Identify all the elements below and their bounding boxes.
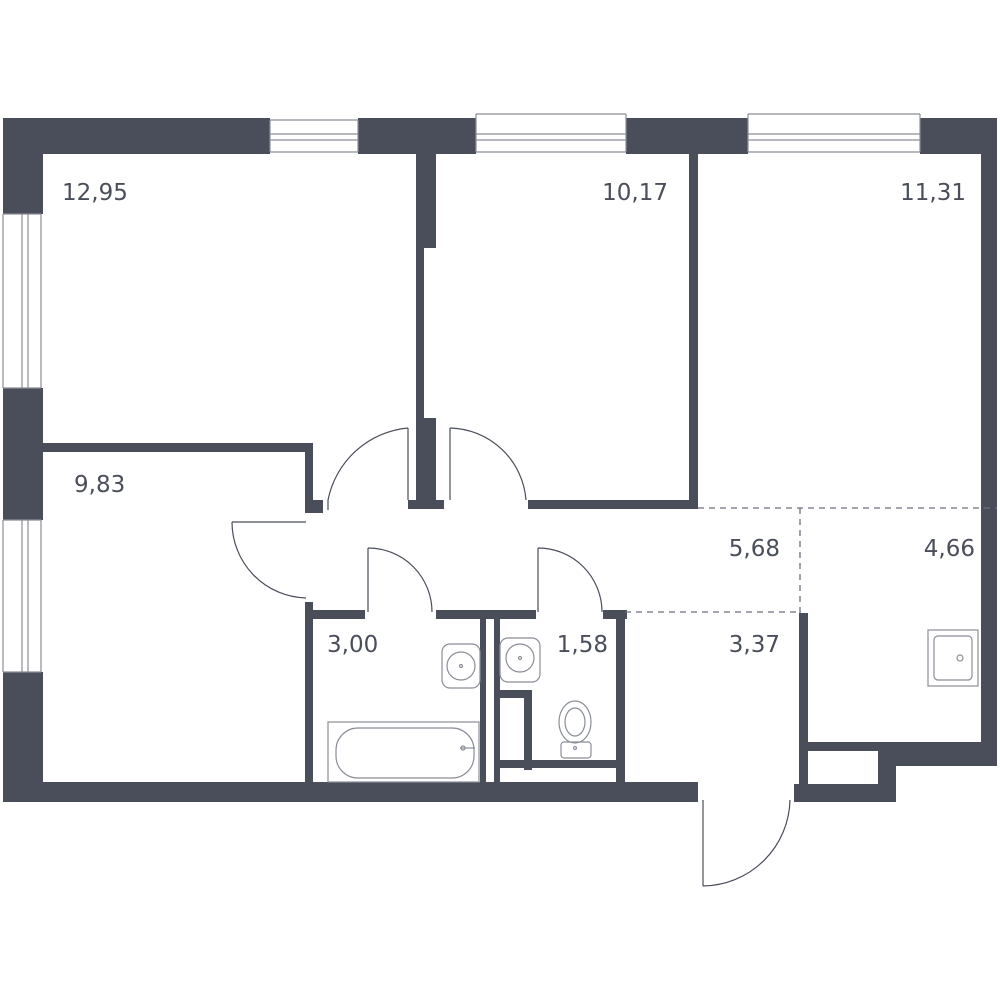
door-bathroom (367, 547, 433, 613)
window-top-right (747, 113, 921, 153)
area-labels: 12,95 10,17 11,31 9,83 5,68 4,66 3,00 1,… (62, 180, 975, 658)
door-toilet (537, 547, 603, 613)
kitchen-sink (927, 629, 979, 687)
window-top-middle (475, 113, 627, 153)
windows (2, 113, 921, 673)
door-bottom-left-room (231, 521, 307, 599)
room-top-middle-area: 10,17 (602, 180, 668, 206)
bathroom-area: 3,00 (327, 632, 378, 658)
entrance-hall-area: 3,37 (729, 632, 780, 658)
room-bottom-left-area: 9,83 (74, 472, 125, 498)
door-top-left-room (327, 427, 409, 510)
door-entrance (702, 799, 791, 887)
toilet-area: 1,58 (557, 632, 608, 658)
door-top-middle-room (449, 427, 527, 501)
kitchen-area: 4,66 (924, 536, 975, 562)
room-top-right-area: 11,31 (900, 180, 966, 206)
window-top-left (269, 119, 359, 153)
zone-dividers (625, 507, 997, 613)
toilet-bowl (558, 700, 592, 759)
doors (231, 427, 791, 887)
window-left-upper (2, 213, 42, 389)
interior-walls (41, 150, 981, 786)
hallway-area: 5,68 (729, 536, 780, 562)
bathroom-sink (441, 643, 481, 689)
room-top-left-area: 12,95 (62, 180, 128, 206)
outer-walls (3, 118, 997, 802)
toilet-sink (499, 637, 541, 683)
window-left-lower (2, 519, 42, 673)
bathtub (327, 721, 480, 783)
